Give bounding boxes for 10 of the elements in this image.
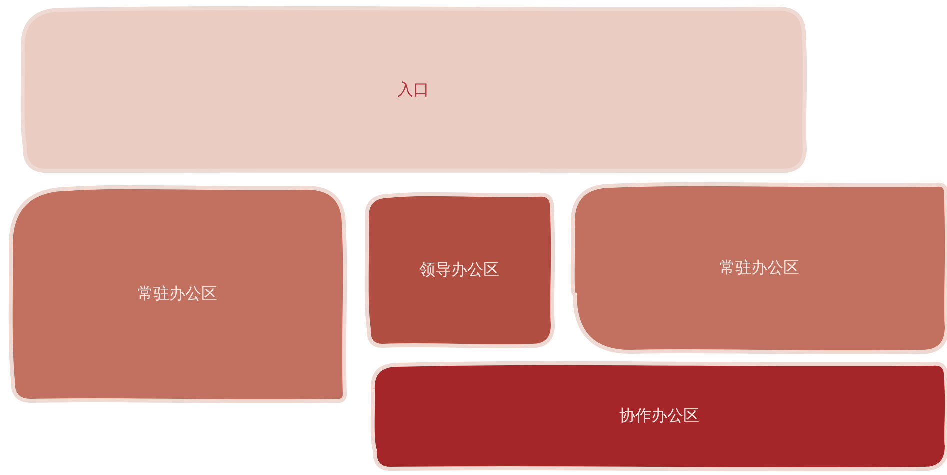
zone-block <box>372 363 947 470</box>
zone-block <box>10 187 345 402</box>
zone-label: 协作办公区 <box>620 406 700 427</box>
zone-label: 常驻办公区 <box>720 258 800 279</box>
zone-label: 常驻办公区 <box>138 284 218 305</box>
zone-block <box>366 194 553 347</box>
zone-block <box>22 8 805 172</box>
zone-label: 领导办公区 <box>420 260 500 281</box>
zone-block <box>572 184 947 353</box>
zone-label: 入口 <box>398 80 430 100</box>
